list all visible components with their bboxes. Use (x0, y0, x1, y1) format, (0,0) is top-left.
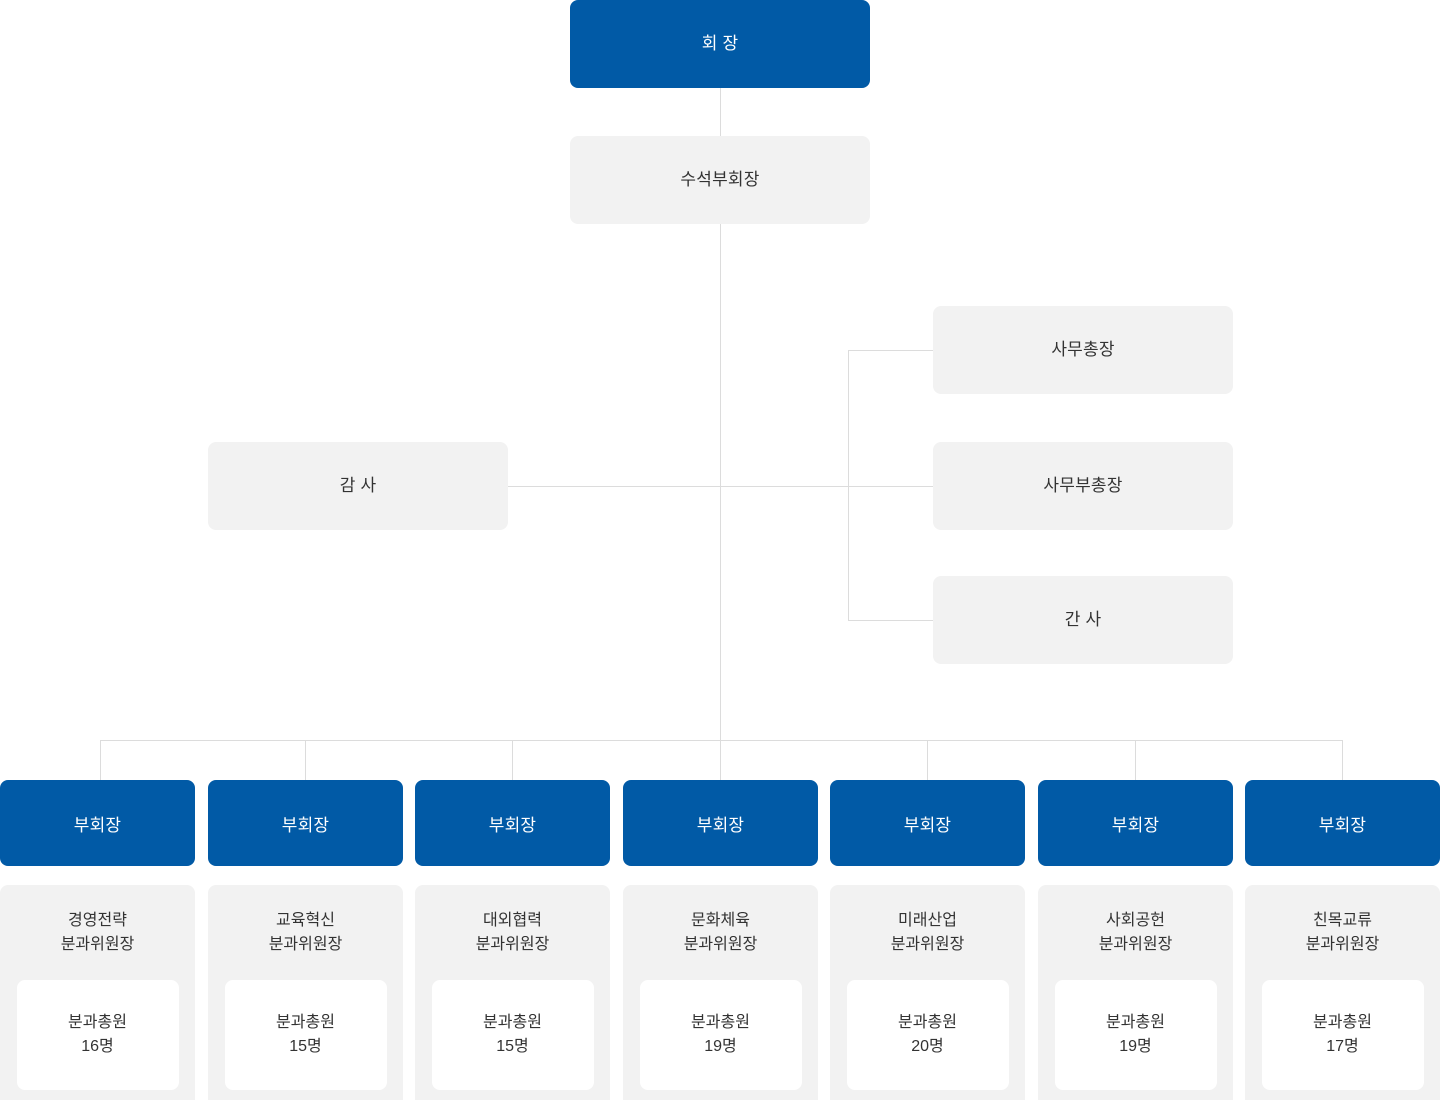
committee-panel: 대외협력 분과위원장 분과총원 15명 (415, 885, 610, 1100)
committee-panel: 교육혁신 분과위원장 분과총원 15명 (208, 885, 403, 1100)
connector-drop-2 (305, 740, 306, 780)
node-secretary-general[interactable]: 사무총장 (933, 306, 1233, 394)
connector-staff-spine (848, 350, 849, 620)
connector-drop-6 (1135, 740, 1136, 780)
committee-count-text: 분과총원 19명 (1106, 1014, 1165, 1055)
vice-chairman-column-1: 부회장 경영전략 분과위원장 분과총원 16명 (0, 780, 195, 1100)
committee-count-text: 분과총원 15명 (276, 1014, 335, 1055)
connector-drop-1 (100, 740, 101, 780)
node-vice-chairman[interactable]: 부회장 (830, 780, 1025, 866)
committee-panel: 경영전략 분과위원장 분과총원 16명 (0, 885, 195, 1100)
committee-member-count: 분과총원 15명 (431, 980, 594, 1090)
committee-member-count: 분과총원 20명 (846, 980, 1009, 1090)
node-vice-chairman[interactable]: 부회장 (1245, 780, 1440, 866)
node-auditor[interactable]: 감 사 (208, 442, 508, 530)
committee-count-text: 분과총원 17명 (1313, 1014, 1372, 1055)
connector-drop-5 (927, 740, 928, 780)
committee-panel: 문화체육 분과위원장 분과총원 19명 (623, 885, 818, 1100)
node-vice-chairman[interactable]: 부회장 (415, 780, 610, 866)
node-chairman[interactable]: 회 장 (570, 0, 870, 88)
committee-count-text: 분과총원 16명 (68, 1014, 127, 1055)
connector-drop-4 (720, 740, 721, 780)
node-vice-chairman[interactable]: 부회장 (623, 780, 818, 866)
committee-member-count: 분과총원 19명 (1054, 980, 1217, 1090)
node-vice-chairman[interactable]: 부회장 (0, 780, 195, 866)
committee-panel: 사회공헌 분과위원장 분과총원 19명 (1038, 885, 1233, 1100)
connector-drop-3 (512, 740, 513, 780)
committee-title: 사회공헌 분과위원장 (1098, 912, 1173, 953)
vice-chairman-column-3: 부회장 대외협력 분과위원장 분과총원 15명 (415, 780, 610, 1100)
committee-count-text: 분과총원 15명 (483, 1014, 542, 1055)
connector-senior-vice-to-vice-bus (720, 224, 721, 741)
connector-stub-secretary-general (848, 350, 933, 351)
node-senior-vice-chairman[interactable]: 수석부회장 (570, 136, 870, 224)
vice-chairman-column-5: 부회장 미래산업 분과위원장 분과총원 20명 (830, 780, 1025, 1100)
node-clerk[interactable]: 간 사 (933, 576, 1233, 664)
committee-count-text: 분과총원 19명 (691, 1014, 750, 1055)
committee-panel: 친목교류 분과위원장 분과총원 17명 (1245, 885, 1440, 1100)
connector-auditor-horizontal (508, 486, 933, 487)
connector-stub-clerk (848, 620, 933, 621)
node-vice-chairman[interactable]: 부회장 (1038, 780, 1233, 866)
node-vice-chairman[interactable]: 부회장 (208, 780, 403, 866)
committee-member-count: 분과총원 15명 (224, 980, 387, 1090)
committee-member-count: 분과총원 17명 (1261, 980, 1424, 1090)
committee-member-count: 분과총원 19명 (639, 980, 802, 1090)
vice-chairman-column-4: 부회장 문화체육 분과위원장 분과총원 19명 (623, 780, 818, 1100)
committee-title: 경영전략 분과위원장 (60, 912, 135, 953)
committee-title: 교육혁신 분과위원장 (268, 912, 343, 953)
committee-title: 문화체육 분과위원장 (683, 912, 758, 953)
committee-title: 미래산업 분과위원장 (890, 912, 965, 953)
connector-vice-chairman-bus (100, 740, 1342, 741)
vice-chairman-column-6: 부회장 사회공헌 분과위원장 분과총원 19명 (1038, 780, 1233, 1100)
vice-chairman-column-2: 부회장 교육혁신 분과위원장 분과총원 15명 (208, 780, 403, 1100)
vice-chairman-column-7: 부회장 친목교류 분과위원장 분과총원 17명 (1245, 780, 1440, 1100)
committee-title: 대외협력 분과위원장 (475, 912, 550, 953)
connector-drop-7 (1342, 740, 1343, 780)
committee-panel: 미래산업 분과위원장 분과총원 20명 (830, 885, 1025, 1100)
committee-title: 친목교류 분과위원장 (1305, 912, 1380, 953)
connector-chairman-to-senior-vice (720, 88, 721, 136)
committee-count-text: 분과총원 20명 (898, 1014, 957, 1055)
committee-member-count: 분과총원 16명 (16, 980, 179, 1090)
node-deputy-secretary-general[interactable]: 사무부총장 (933, 442, 1233, 530)
